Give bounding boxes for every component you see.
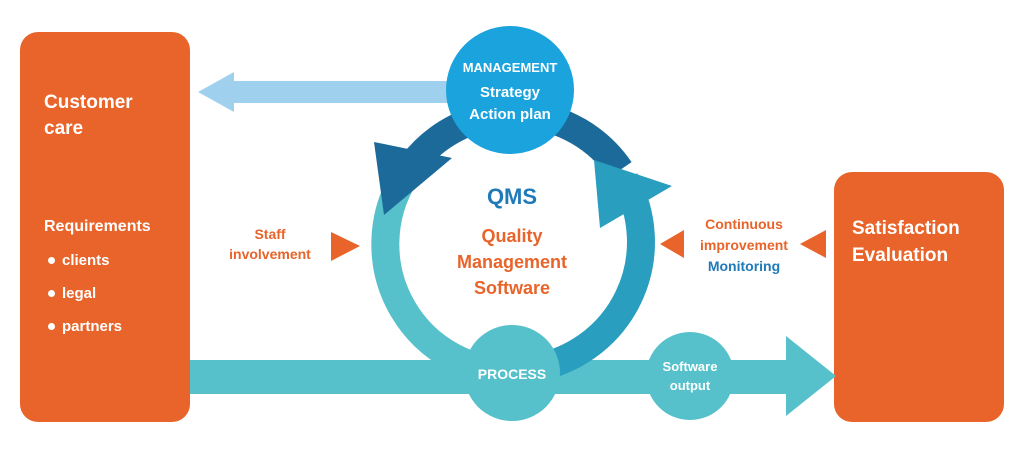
cycle-arrowhead-left [374, 142, 452, 215]
improvement-label: improvement [700, 237, 788, 253]
staff-arrowhead [331, 232, 360, 261]
software-label: Software [662, 359, 718, 374]
qms-quality: Quality [481, 226, 543, 246]
continuous-label: Continuous [705, 216, 783, 232]
requirement-item: partners [48, 318, 122, 335]
satisfaction-arrowhead [800, 230, 826, 258]
management-strategy: Strategy [479, 84, 541, 101]
requirement-label: legal [62, 285, 97, 302]
customer-care-box [20, 32, 190, 422]
management-action-plan: Action plan [469, 106, 551, 123]
improvement-arrowhead [660, 230, 684, 258]
requirement-item: clients [48, 252, 110, 269]
staff-label: Staff [254, 226, 286, 242]
satisfaction-label: Satisfaction [852, 218, 960, 239]
qms-management: Management [456, 252, 568, 272]
output-label: output [669, 378, 711, 393]
satisfaction-box [834, 172, 1004, 422]
requirement-item: legal [48, 285, 96, 302]
output-circle [646, 332, 734, 420]
feedback-arrow [198, 72, 456, 112]
process-circle [464, 325, 560, 421]
management-circle [446, 26, 574, 154]
bullet-icon [48, 322, 55, 330]
requirements-title: Requirements [44, 218, 151, 235]
management-title: MANAGEMENT [462, 60, 558, 75]
involvement-label: involvement [229, 246, 311, 262]
requirement-label: partners [62, 318, 123, 335]
cycle-arrowhead-right [594, 160, 672, 228]
evaluation-label: Evaluation [852, 245, 949, 266]
cycle-ring [371, 100, 672, 387]
qms-software: Software [473, 278, 551, 298]
requirement-label: clients [62, 252, 110, 269]
customer-care-title: Customer care [44, 92, 133, 139]
qms-abbr: QMS [486, 184, 538, 209]
process-label: PROCESS [477, 366, 547, 382]
monitoring-label: Monitoring [707, 258, 781, 274]
bullet-icon [48, 256, 55, 264]
bullet-icon [48, 289, 55, 297]
